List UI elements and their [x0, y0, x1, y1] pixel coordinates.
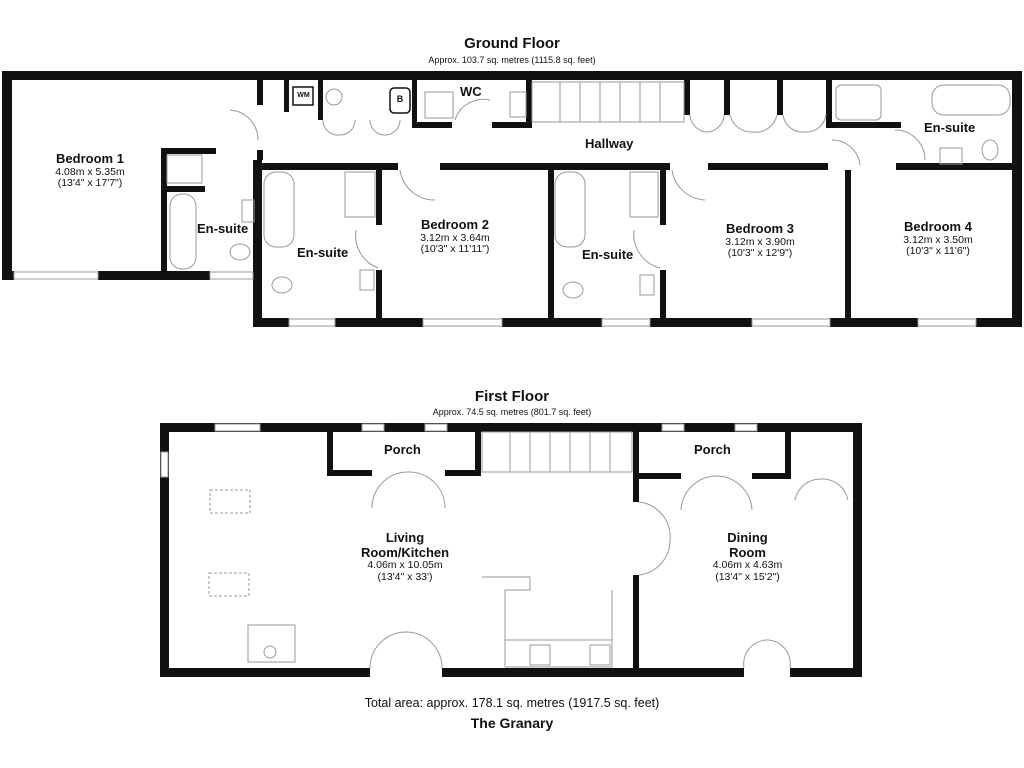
room-porch-1: Porch: [384, 442, 421, 457]
room-living-kitchen: Living Room/Kitchen 4.06m x 10.05m (13'4…: [340, 530, 470, 584]
room-dim-imperial: (13'4" x 15'2"): [715, 570, 780, 583]
room-dining: Dining Room 4.06m x 4.63m (13'4" x 15'2"…: [690, 530, 805, 584]
room-dim-imperial: (13'4" x 17'7"): [57, 177, 123, 190]
room-name: Bedroom 4: [904, 219, 972, 234]
room-name-line2: Room: [729, 544, 766, 560]
room-ensuite-1: En-suite: [197, 221, 249, 236]
room-dim-imperial: (10'3" x 11'6"): [906, 245, 970, 258]
room-dim-imperial: (10'3" x 11'11"): [420, 243, 490, 256]
ground-floor-title: Ground Floor: [464, 35, 560, 52]
room-bedroom-2: Bedroom 2 3.12m x 3.64m (10'3" x 11'11"): [400, 217, 510, 256]
room-porch-2: Porch: [694, 442, 731, 457]
room-ensuite-2: En-suite: [297, 245, 349, 260]
room-dim-metric: 4.06m x 10.05m: [367, 559, 443, 572]
ground-floor-area: Approx. 103.7 sq. metres (1115.8 sq. fee…: [428, 55, 596, 65]
room-dim-metric: 3.12m x 3.50m: [903, 233, 973, 246]
room-bedroom-4: Bedroom 4 3.12m x 3.50m (10'3" x 11'6"): [883, 219, 993, 258]
room-dim-metric: 3.12m x 3.64m: [420, 231, 490, 244]
room-wc: WC: [460, 84, 482, 99]
room-hallway: Hallway: [585, 136, 634, 151]
room-dim-metric: 4.06m x 4.63m: [712, 559, 783, 572]
room-bedroom-3: Bedroom 3 3.12m x 3.90m (10'3" x 12'9"): [700, 221, 820, 260]
room-name: Bedroom 1: [56, 151, 124, 166]
room-name: Bedroom 3: [726, 221, 794, 236]
room-name: Bedroom 2: [421, 217, 489, 232]
room-ensuite-3: En-suite: [582, 247, 634, 262]
room-dim-metric: 4.08m x 5.35m: [55, 165, 125, 178]
room-dim-imperial: (10'3" x 12'9"): [727, 247, 793, 260]
room-bedroom-1: Bedroom 1 4.08m x 5.35m (13'4" x 17'7"): [30, 151, 150, 190]
room-dim-metric: 3.12m x 3.90m: [725, 235, 795, 248]
first-floor-title: First Floor: [474, 388, 550, 405]
room-name-line2: Room/Kitchen: [360, 544, 450, 560]
washing-machine-label: WM: [297, 92, 310, 99]
room-name-line1: Living: [385, 530, 425, 545]
room-ensuite-4: En-suite: [924, 120, 976, 135]
room-name-line1: Dining: [727, 530, 768, 545]
property-name: The Granary: [470, 715, 554, 731]
total-area: Total area: approx. 178.1 sq. metres (19…: [364, 696, 660, 710]
first-floor-area: Approx. 74.5 sq. metres (801.7 sq. feet): [432, 407, 592, 417]
room-dim-imperial: (13'4" x 33'): [377, 570, 433, 583]
boiler-label: B: [396, 94, 404, 104]
